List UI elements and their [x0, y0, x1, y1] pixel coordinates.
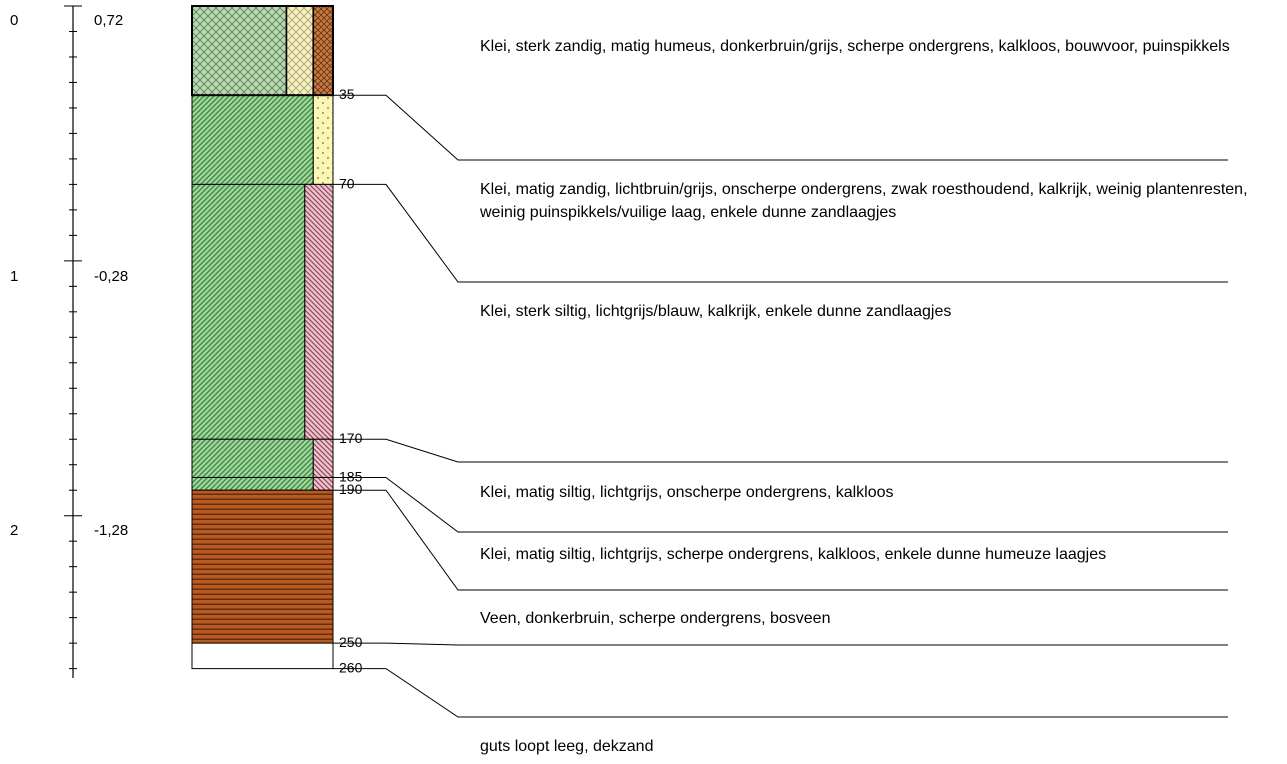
layer-3-diagonal-pink — [304, 183, 334, 440]
layer-6-horizontal-brown — [191, 489, 334, 644]
depth-meter-label-2: 2 — [10, 522, 18, 539]
layer-description-3: Klei, sterk siltig, lichtgrijs/blauw, ka… — [480, 303, 952, 320]
layer-2-dots-yellow — [312, 94, 334, 185]
depth-axis-ticks — [64, 5, 82, 670]
depth-label-190: 190 — [339, 481, 363, 497]
layer-7-blank — [191, 642, 334, 670]
layer-1-crosshatch-green — [191, 5, 288, 96]
leader-line-2 — [333, 183, 1228, 283]
leader-line-3 — [333, 438, 1228, 463]
depth-label-260: 260 — [339, 660, 363, 676]
depth-label-170: 170 — [339, 430, 363, 446]
depth-meter-label-1: 1 — [10, 268, 18, 285]
layer-description-2: Klei, matig zandig, lichtbruin/grijs, on… — [480, 181, 1248, 221]
layer-description-5: Klei, matig siltig, lichtgrijs, scherpe … — [480, 546, 1107, 563]
leader-line-5 — [333, 489, 1228, 591]
depth-label-250: 250 — [339, 634, 363, 650]
nap-level-label-2: -1,28 — [94, 522, 128, 539]
nap-level-label-1: -0,28 — [94, 268, 128, 285]
layer-description-1: Klei, sterk zandig, matig humeus, donker… — [480, 38, 1230, 55]
leader-line-4 — [333, 476, 1228, 533]
depth-label-70: 70 — [339, 175, 355, 191]
layer-1-crosshatch-yellow — [285, 5, 315, 96]
depth-axis: 0 1 2 0,72 -0,28 -1,28 — [10, 5, 128, 678]
layer-description-7: guts loopt leeg, dekzand — [480, 738, 654, 755]
depth-meter-label-0: 0 — [10, 12, 18, 29]
layer-4-diagonal-pink — [312, 438, 334, 478]
layer-description-4: Klei, matig siltig, lichtgrijs, onscherp… — [480, 484, 894, 501]
layer-5-diagonal-pink — [312, 476, 334, 491]
top-layer-outline — [191, 5, 334, 97]
depth-label-35: 35 — [339, 86, 355, 102]
leader-line-7 — [333, 668, 1228, 718]
layer-4-diagonal-green — [191, 438, 314, 478]
layer-5-diagonal-green — [191, 476, 314, 491]
layer-description-6: Veen, donkerbruin, scherpe ondergrens, b… — [480, 610, 831, 627]
leader-line-6 — [333, 642, 1228, 646]
layer-2-diagonal-green — [191, 94, 314, 185]
layer-3-diagonal-green — [191, 183, 306, 440]
depth-label-185: 185 — [339, 468, 363, 484]
nap-level-label-0: 0,72 — [94, 12, 123, 29]
leader-line-1 — [333, 94, 1228, 161]
layer-1-crosshatch-brown — [312, 5, 334, 96]
soil-column — [191, 5, 334, 670]
